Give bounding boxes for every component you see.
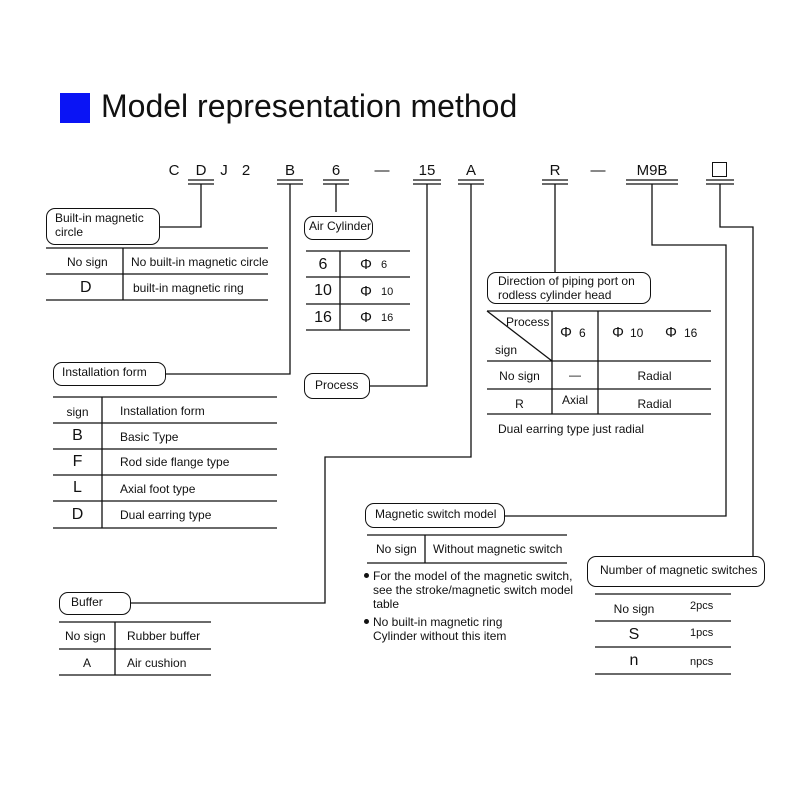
piping-direction-callout: Direction of piping port on rodless cyli…	[487, 272, 651, 304]
num-switches-sign-n: n	[629, 652, 639, 669]
phi-symbol-piping-16: Φ	[665, 324, 677, 341]
bore-size-6: 6	[381, 259, 388, 271]
installation-desc-d: Dual earring type	[120, 508, 212, 522]
code-char-m9b: M9B	[636, 162, 668, 179]
magnetic-switch-desc-0: Without magnetic switch	[433, 542, 563, 556]
code-char-c: C	[168, 162, 180, 179]
note-bullet-2	[364, 619, 369, 624]
phi-symbol-16: Φ	[360, 309, 372, 326]
phi-symbol-6: Φ	[360, 256, 372, 273]
piping-header-10: 10	[630, 326, 644, 340]
code-char-6: 6	[331, 162, 341, 179]
phi-symbol-piping-10: Φ	[612, 324, 624, 341]
installation-desc-b: Basic Type	[120, 430, 179, 444]
piping-row-1-10-16: Radial	[637, 397, 672, 411]
piping-corner-process: Process	[506, 315, 550, 329]
installation-sign-b: B	[72, 427, 83, 444]
piping-row-1-sign: R	[515, 397, 524, 411]
installation-header-sign: sign	[66, 405, 89, 419]
installation-form-callout: Installation form	[53, 362, 166, 386]
installation-sign-d: D	[71, 506, 84, 523]
buffer-sign-a: A	[82, 656, 91, 670]
code-dash-1: —	[374, 162, 390, 179]
installation-header-form: Installation form	[120, 404, 205, 418]
piping-note: Dual earring type just radial	[498, 422, 645, 436]
magnetic-switch-note-1-line-2: see the stroke/magnetic switch model	[373, 583, 574, 597]
magnetic-circle-callout: Built-in magnetic circle	[46, 208, 160, 245]
magnetic-switch-note-2-line-2: Cylinder without this item	[373, 629, 507, 643]
magnetic-circle-desc-1: built-in magnetic ring	[133, 281, 244, 295]
piping-row-1-6: Axial	[561, 393, 588, 407]
num-switches-count-s: 1pcs	[690, 627, 714, 639]
process-callout: Process	[304, 373, 370, 399]
code-switch-count-placeholder	[712, 162, 727, 177]
buffer-callout: Buffer	[59, 592, 131, 615]
bore-sign-10: 10	[314, 282, 332, 299]
code-char-r: R	[549, 162, 561, 179]
air-cylinder-callout: Air Cylinder	[304, 216, 373, 240]
title-marker	[60, 93, 90, 123]
phi-symbol-piping-6: Φ	[560, 324, 572, 341]
code-char-j: J	[220, 162, 228, 179]
code-char-a: A	[465, 162, 476, 179]
piping-row-0-6: —	[569, 368, 581, 382]
installation-sign-l: L	[73, 479, 82, 496]
code-char-d: D	[195, 162, 207, 179]
installation-desc-f: Rod side flange type	[120, 455, 230, 469]
num-switches-sign-0: No sign	[613, 602, 655, 616]
page-title: Model representation method	[101, 88, 518, 124]
piping-row-0-sign: No sign	[499, 369, 540, 383]
code-char-15: 15	[418, 162, 436, 179]
num-switches-count-n: npcs	[690, 656, 714, 668]
bore-sign-6: 6	[318, 256, 328, 273]
buffer-desc-0: Rubber buffer	[127, 629, 201, 643]
installation-sign-f: F	[72, 453, 83, 470]
piping-header-6: 6	[579, 326, 586, 340]
magnetic-circle-sign-1: D	[80, 279, 92, 296]
piping-header-16: 16	[684, 326, 698, 340]
magnetic-switch-sign-0: No sign	[376, 542, 417, 556]
magnetic-switch-callout: Magnetic switch model	[365, 503, 505, 528]
num-switches-sign-s: S	[628, 626, 640, 643]
piping-corner-sign: sign	[495, 343, 518, 357]
buffer-sign-0: No sign	[65, 629, 106, 643]
code-dash-2: —	[590, 162, 606, 179]
code-char-b: B	[284, 162, 295, 179]
installation-desc-l: Axial foot type	[120, 482, 196, 496]
phi-symbol-10: Φ	[360, 283, 372, 300]
code-char-2: 2	[241, 162, 251, 179]
bore-sign-16: 16	[314, 309, 332, 326]
buffer-desc-a: Air cushion	[127, 656, 187, 670]
bore-size-16: 16	[381, 312, 394, 324]
magnetic-switch-note-1-line-1: For the model of the magnetic switch,	[373, 569, 573, 583]
num-switches-callout: Number of magnetic switches	[587, 556, 765, 587]
magnetic-circle-desc-0: No built-in magnetic circle	[131, 255, 269, 269]
magnetic-switch-note-1-line-3: table	[373, 597, 400, 611]
note-bullet-1	[364, 573, 369, 578]
piping-row-0-10-16: Radial	[637, 369, 672, 383]
magnetic-circle-sign-0: No sign	[67, 255, 108, 269]
bore-size-10: 10	[381, 286, 394, 298]
magnetic-switch-note-2-line-1: No built-in magnetic ring	[373, 615, 503, 629]
num-switches-count-0: 2pcs	[690, 600, 714, 612]
